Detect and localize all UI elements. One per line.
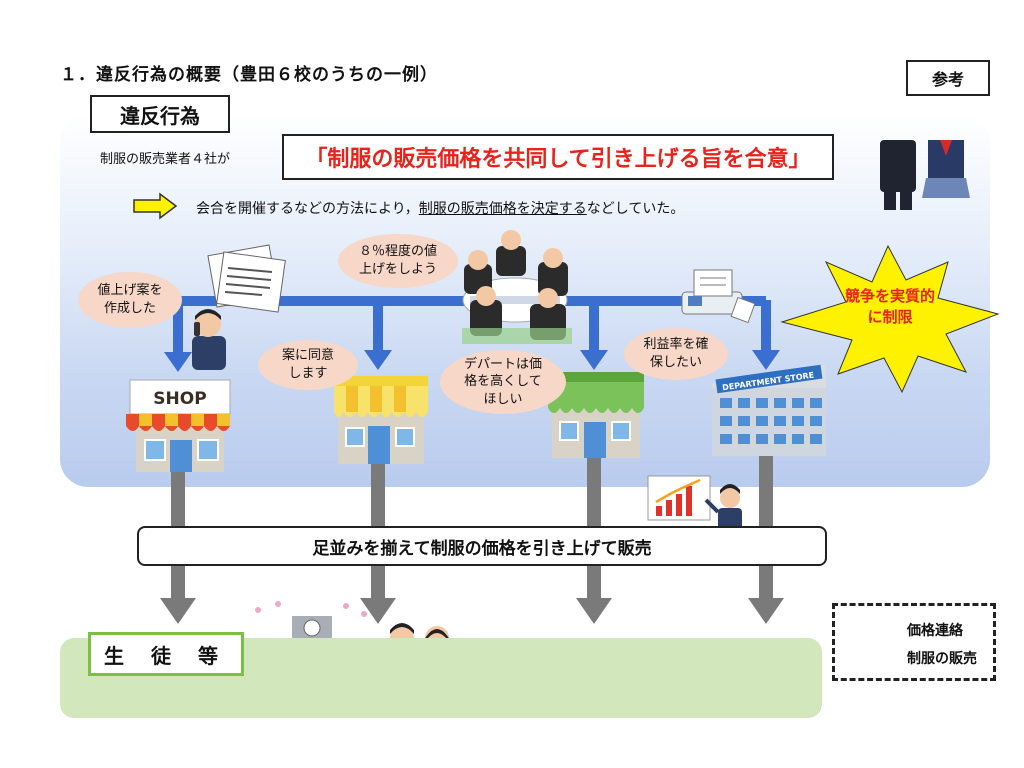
- method-text: 会合を開催するなどの方法により，制服の販売価格を決定するなどしていた。: [196, 198, 684, 218]
- shop-store-icon: SHOP: [126, 379, 231, 472]
- yellow-store-icon: [334, 376, 428, 464]
- reference-badge: 参考: [906, 60, 990, 96]
- agreement-box: 「制服の販売価格を共同して引き上げる旨を合意」: [282, 134, 834, 180]
- burst-text: 競争を実質的 に制限: [844, 287, 935, 326]
- yellow-arrow-icon: [133, 192, 178, 220]
- legend-price-contact: 価格連絡: [907, 623, 963, 639]
- conclusion-box: 足並みを揃えて制服の価格を引き上げて販売: [137, 526, 827, 566]
- shop-sign: SHOP: [153, 389, 206, 409]
- documents-icon: [207, 244, 286, 313]
- legend-uniform-sale: 制服の販売: [907, 651, 977, 667]
- violation-label: 違反行為: [90, 95, 230, 133]
- salesman-phone-icon: [192, 309, 226, 370]
- school-uniforms-icon: [880, 140, 970, 210]
- page-title: １．違反行為の概要（豊田６校のうちの一例）: [60, 65, 438, 85]
- bubble-raise-price: ８％程度の値 上げをしよう: [338, 234, 458, 288]
- method-text-pre: 会合を開催するなどの方法により，: [196, 201, 419, 217]
- bubble-proposal: 値上げ案を 作成した: [78, 272, 182, 328]
- fax-machine-icon: [681, 269, 756, 324]
- competition-burst: [780, 244, 1000, 394]
- method-text-post: などしていた。: [586, 201, 685, 217]
- meeting-icon: [462, 230, 572, 344]
- legend: 価格連絡 制服の販売: [832, 603, 996, 681]
- green-store-icon: [548, 372, 644, 458]
- department-store-icon: DEPARTMENT STORE: [712, 364, 826, 456]
- bubble-margin: 利益率を確 保したい: [624, 328, 728, 380]
- bubble-agree: 案に同意 します: [258, 340, 358, 390]
- agreement-lead-text: 制服の販売業者４社が: [100, 152, 231, 167]
- bubble-department: デパートは価 格を高くして ほしい: [440, 350, 566, 414]
- method-text-underlined: 制服の販売価格を決定する: [418, 201, 587, 217]
- students-label: 生 徒 等: [88, 632, 244, 676]
